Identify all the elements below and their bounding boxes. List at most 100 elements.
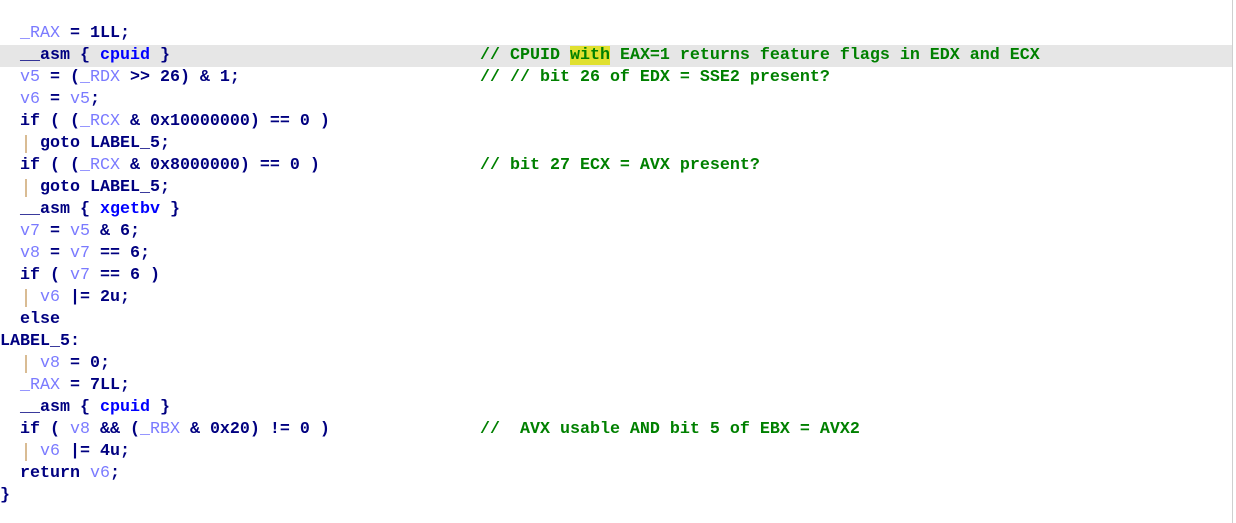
block-guide-line (25, 179, 27, 197)
variable-token[interactable]: v6 (40, 288, 60, 307)
code-token[interactable]: } (0, 486, 10, 505)
code-token[interactable]: |= 2u; (60, 288, 130, 307)
code-token[interactable]: = 7LL; (59, 376, 130, 395)
code-line[interactable]: v8 = v7 == 6; (0, 243, 1232, 265)
code-text: v6 = v5; (20, 89, 100, 111)
code-token[interactable]: __asm { (20, 200, 100, 219)
code-line[interactable]: goto LABEL_5; (0, 133, 1232, 155)
code-token[interactable]: } (149, 46, 170, 65)
code-token[interactable]: LABEL_5: (0, 332, 80, 351)
comment-text: EAX=1 returns feature flags in EDX and E… (609, 46, 1040, 65)
code-token[interactable]: else (20, 310, 60, 329)
variable-token[interactable]: v5 (20, 68, 40, 87)
code-token[interactable]: = (40, 90, 70, 109)
code-text: v6 |= 2u; (40, 287, 130, 309)
code-line[interactable]: __asm { cpuid }// CPUID with EAX=1 retur… (0, 45, 1232, 67)
code-token[interactable]: = 1LL; (59, 24, 130, 43)
code-token[interactable]: = ( (40, 68, 80, 87)
code-comment: // // bit 26 of EDX = SSE2 present? (480, 67, 830, 89)
variable-token[interactable]: v8 (69, 420, 90, 439)
code-token[interactable]: if ( ( (20, 156, 80, 175)
code-token[interactable]: return (20, 464, 90, 483)
code-line[interactable]: return v6; (0, 463, 1232, 485)
code-token[interactable]: & 0x20) != 0 ) (179, 420, 330, 439)
code-line[interactable]: if ( v7 == 6 ) (0, 265, 1232, 287)
code-token[interactable]: = (40, 222, 70, 241)
code-line[interactable]: v6 |= 4u; (0, 441, 1232, 463)
pane-divider[interactable] (1232, 0, 1233, 523)
code-line[interactable]: v7 = v5 & 6; (0, 221, 1232, 243)
code-line[interactable]: if ( (_RCX & 0x10000000) == 0 ) (0, 111, 1232, 133)
code-token[interactable]: == 6; (90, 244, 150, 263)
code-token[interactable]: } (159, 200, 180, 219)
code-token[interactable]: ; (109, 464, 120, 483)
code-token[interactable]: __asm { (20, 46, 100, 65)
block-guide-line (25, 289, 27, 307)
code-line[interactable]: if ( (_RCX & 0x8000000) == 0 ) // bit 27 … (0, 155, 1232, 177)
code-token[interactable]: & 0x8000000) == 0 ) (119, 156, 320, 175)
variable-token[interactable]: v5 (70, 222, 90, 241)
code-text: LABEL_5: (0, 331, 80, 353)
variable-token[interactable]: v7 (70, 244, 90, 263)
code-line[interactable]: v5 = (_RDX >> 26) & 1; // // bit 26 of ED… (0, 67, 1232, 89)
keyword-token[interactable]: xgetbv (99, 200, 160, 219)
variable-token[interactable]: v8 (20, 244, 40, 263)
code-line[interactable]: LABEL_5: (0, 331, 1232, 353)
variable-token[interactable]: _RAX (20, 376, 60, 395)
code-line[interactable]: goto LABEL_5; (0, 177, 1232, 199)
code-token[interactable]: if ( (20, 420, 70, 439)
code-line[interactable]: else (0, 309, 1232, 331)
code-text: if ( (_RCX & 0x10000000) == 0 ) (20, 111, 330, 133)
variable-token[interactable]: v6 (89, 464, 110, 483)
variable-token[interactable]: v7 (69, 266, 90, 285)
code-line[interactable]: _RAX = 1LL; (0, 23, 1232, 45)
code-token[interactable]: & 0x10000000) == 0 ) (119, 112, 330, 131)
code-text: __asm { cpuid } (20, 45, 170, 67)
code-line[interactable]: if ( v8 && (_RBX & 0x20) != 0 ) // AVX us… (0, 419, 1232, 441)
code-comment: // bit 27 ECX = AVX present? (480, 155, 760, 177)
code-line[interactable]: v6 = v5; (0, 89, 1232, 111)
variable-token[interactable]: v6 (20, 90, 40, 109)
code-token[interactable]: = (40, 244, 70, 263)
comment-text: // AVX usable AND bit 5 of EBX = AVX2 (480, 420, 860, 439)
variable-token[interactable]: _RDX (79, 68, 120, 87)
code-token[interactable]: if ( (20, 266, 70, 285)
code-text: goto LABEL_5; (40, 177, 170, 199)
variable-token[interactable]: v5 (70, 90, 90, 109)
code-token[interactable]: } (149, 398, 170, 417)
code-token[interactable]: |= 4u; (60, 442, 130, 461)
variable-token[interactable]: v8 (40, 354, 60, 373)
code-line[interactable]: v6 |= 2u; (0, 287, 1232, 309)
code-line[interactable]: __asm { cpuid } (0, 397, 1232, 419)
variable-token[interactable]: _RBX (139, 420, 180, 439)
keyword-token[interactable]: cpuid (99, 46, 150, 65)
variable-token[interactable]: _RCX (79, 112, 120, 131)
code-token[interactable]: >> 26) & 1; (119, 68, 240, 87)
code-line[interactable]: } (0, 485, 1232, 507)
code-token[interactable]: = 0; (60, 354, 110, 373)
comment-text: // // bit 26 of EDX = SSE2 present? (480, 68, 830, 87)
keyword-token[interactable]: cpuid (99, 398, 150, 417)
variable-token[interactable]: v7 (20, 222, 40, 241)
code-token[interactable]: goto LABEL_5; (40, 134, 170, 153)
code-line[interactable]: v8 = 0; (0, 353, 1232, 375)
code-token[interactable]: && ( (89, 420, 140, 439)
variable-token[interactable]: _RAX (20, 24, 60, 43)
code-line[interactable]: _RAX = 7LL; (0, 375, 1232, 397)
code-token[interactable]: & 6; (90, 222, 140, 241)
code-token[interactable]: == 6 ) (89, 266, 160, 285)
code-token[interactable]: if ( ( (20, 112, 80, 131)
code-token[interactable]: __asm { (20, 398, 100, 417)
variable-token[interactable]: _RCX (79, 156, 120, 175)
code-text: v8 = 0; (40, 353, 110, 375)
pseudocode-view[interactable]: _RAX = 1LL;__asm { cpuid }// CPUID with … (0, 23, 1232, 507)
code-text: goto LABEL_5; (40, 133, 170, 155)
comment-text: // bit 27 ECX = AVX present? (480, 156, 760, 175)
search-highlight: with (569, 46, 610, 65)
code-comment: // AVX usable AND bit 5 of EBX = AVX2 (480, 419, 860, 441)
code-text: v7 = v5 & 6; (20, 221, 140, 243)
code-token[interactable]: ; (90, 90, 100, 109)
variable-token[interactable]: v6 (40, 442, 60, 461)
code-line[interactable]: __asm { xgetbv } (0, 199, 1232, 221)
code-token[interactable]: goto LABEL_5; (40, 178, 170, 197)
